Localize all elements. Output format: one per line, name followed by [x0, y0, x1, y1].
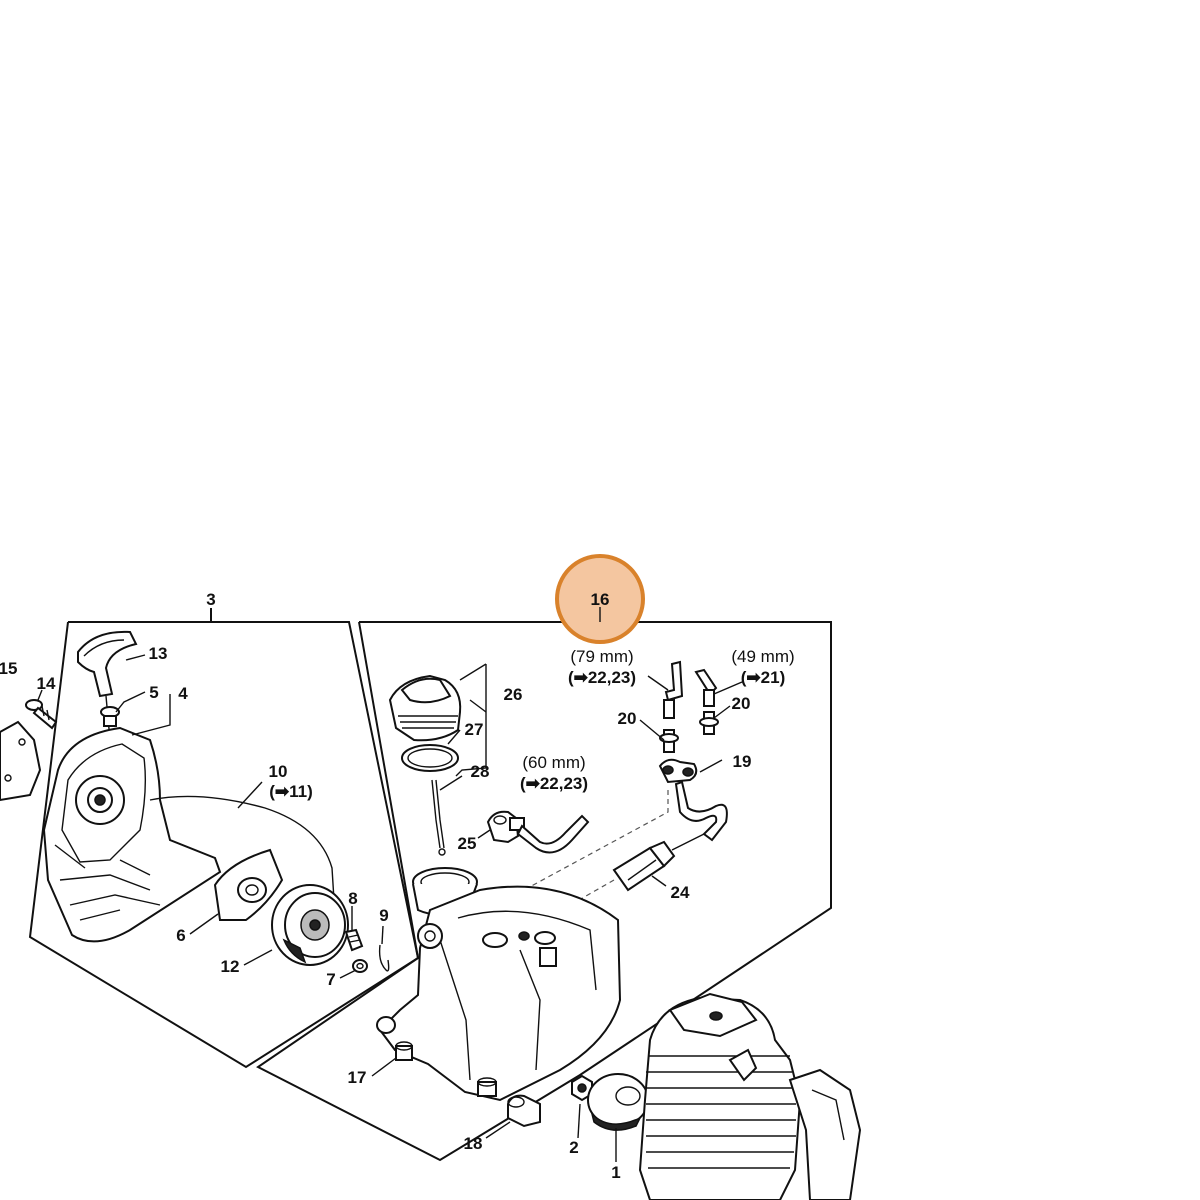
callout-5[interactable]: 5 [149, 683, 158, 702]
hose-79-ref: (➡22,23) [568, 668, 636, 687]
callout-14[interactable]: 14 [37, 674, 56, 693]
callout-13[interactable]: 13 [149, 644, 168, 663]
callout-6[interactable]: 6 [176, 926, 185, 945]
engine-cylinder [638, 992, 862, 1200]
callout-7[interactable]: 7 [326, 970, 335, 989]
part-5-sleeve [100, 706, 120, 727]
callout-28[interactable]: 28 [471, 762, 490, 781]
callout-2[interactable]: 2 [569, 1138, 578, 1157]
callout-10-ref: (➡11) [269, 782, 313, 801]
callout-8[interactable]: 8 [348, 889, 357, 908]
hose-79mm [663, 660, 684, 719]
part-6-spring-cover [213, 848, 284, 921]
hose-49mm [694, 668, 718, 707]
part-26-tank-cap [388, 674, 462, 742]
part-19-fuel-hose [658, 758, 728, 842]
callout-12[interactable]: 12 [221, 957, 240, 976]
callout-19[interactable]: 19 [733, 752, 752, 771]
starter-group-frame [28, 608, 420, 1069]
callout-25[interactable]: 25 [458, 834, 477, 853]
part-1-cap [587, 1073, 649, 1131]
callout-24[interactable]: 24 [671, 883, 690, 902]
part-10-rope [149, 795, 335, 901]
callout-27[interactable]: 27 [465, 720, 484, 739]
hose-60-length: (60 mm) [522, 753, 585, 772]
part-27-o-ring [401, 744, 459, 772]
part-12-rope-rotor [271, 884, 349, 966]
part-7-washer [352, 959, 368, 973]
part-18-sleeve [507, 1094, 541, 1128]
callout-20-left[interactable]: 20 [618, 709, 637, 728]
part-13-handle [77, 630, 138, 741]
hose-49-ref: (➡21) [741, 668, 785, 687]
part-20-fitting-left [659, 729, 679, 753]
part-24-fuel-filter [612, 833, 705, 892]
part-8-spring [344, 928, 364, 952]
callout-15[interactable]: 15 [0, 659, 17, 678]
highlight-16[interactable] [555, 554, 645, 644]
part-9-clip [378, 944, 390, 972]
callout-3[interactable]: 3 [206, 590, 215, 609]
callout-1[interactable]: 1 [611, 1163, 620, 1182]
hose-79-length: (79 mm) [570, 647, 633, 666]
callout-17[interactable]: 17 [348, 1068, 367, 1087]
hose-49-length: (49 mm) [731, 647, 794, 666]
callout-18[interactable]: 18 [464, 1134, 483, 1153]
part-15-plate [0, 720, 42, 802]
callout-labels: 3 16 15 14 13 5 4 10 (➡11) 6 12 8 9 7 26… [0, 590, 795, 1182]
callout-10[interactable]: 10 [269, 762, 288, 781]
part-28-retainer [431, 779, 446, 856]
part-4-fan-housing [42, 726, 222, 943]
part-25-vent-valve [486, 810, 525, 844]
hose-60mm [516, 814, 590, 854]
callout-20-right[interactable]: 20 [732, 694, 751, 713]
callout-16[interactable]: 16 [591, 590, 610, 609]
part-14-screw [25, 699, 58, 730]
hose-60-ref: (➡22,23) [520, 774, 588, 793]
assembly-line-hose [523, 790, 669, 930]
part-16-fuel-tank [376, 867, 622, 1102]
leader-lines [37, 654, 743, 1162]
callout-9[interactable]: 9 [379, 906, 388, 925]
callout-4[interactable]: 4 [178, 684, 188, 703]
callout-26[interactable]: 26 [504, 685, 523, 704]
part-20-fitting-right [699, 711, 719, 735]
